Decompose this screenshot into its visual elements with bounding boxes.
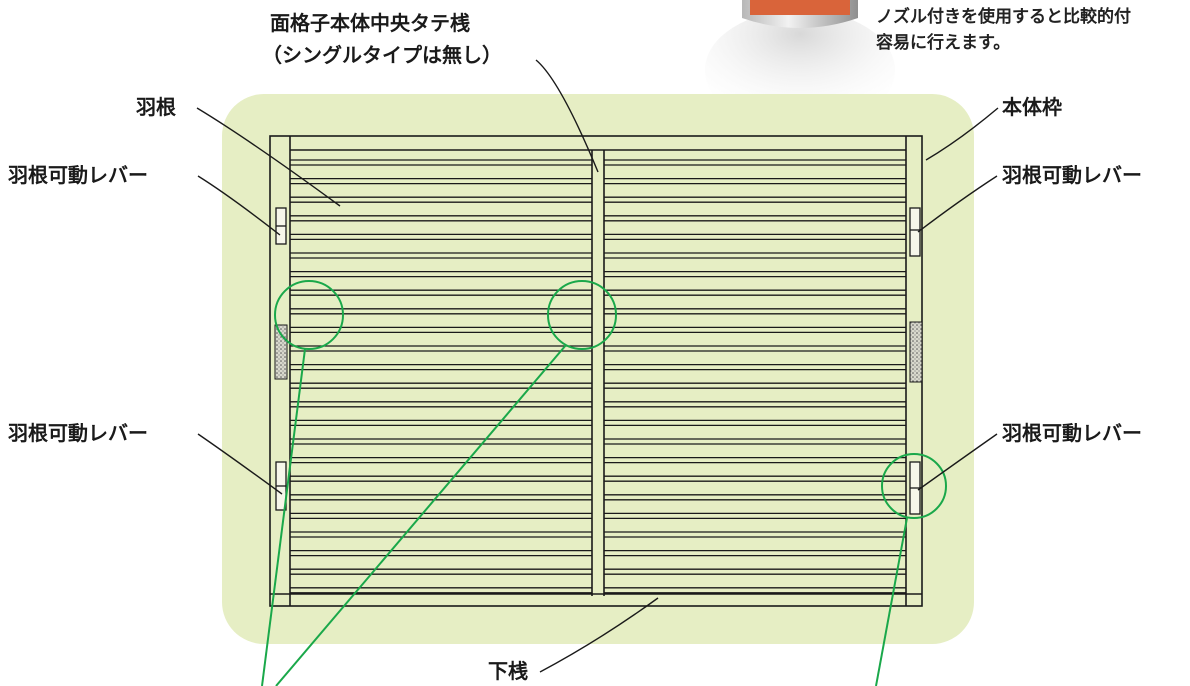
leader-bottom-rail xyxy=(539,597,659,673)
label-bottom-rail: 下桟 xyxy=(488,659,528,683)
lever-top-left xyxy=(275,207,287,245)
label-lever-top-left: 羽根可動レバー xyxy=(8,163,148,187)
label-frame: 本体枠 xyxy=(1002,95,1062,119)
leader-center-post xyxy=(535,59,599,173)
leader-slat xyxy=(196,107,341,207)
callout-line-center xyxy=(275,344,567,686)
label-slat: 羽根 xyxy=(136,95,176,119)
label-lever-bottom-left: 羽根可動レバー xyxy=(8,421,148,445)
lever-top-right xyxy=(909,207,921,257)
levers xyxy=(275,207,921,515)
leader-lever-bottom-right xyxy=(917,433,998,491)
leader-frame xyxy=(925,107,999,161)
can-label-band xyxy=(750,0,850,15)
callout-circle-left xyxy=(274,280,344,350)
note-line-2: 容易に行えます。 xyxy=(876,32,1010,53)
callout-circle-center xyxy=(547,280,617,350)
label-center-post-note: （シングルタイプは無し） xyxy=(262,43,502,67)
label-lever-bottom-right: 羽根可動レバー xyxy=(1002,421,1142,445)
label-center-post: 面格子本体中央タテ桟 xyxy=(270,11,470,35)
label-lever-top-right: 羽根可動レバー xyxy=(1002,163,1142,187)
right-gasket xyxy=(909,321,923,383)
lever-bottom-right xyxy=(909,461,921,515)
leader-lever-top-right xyxy=(917,175,998,233)
leader-lines xyxy=(196,59,999,673)
callouts xyxy=(261,280,947,686)
callout-line-right xyxy=(875,517,908,686)
leader-lever-top-left xyxy=(197,175,281,236)
lever-bottom-left xyxy=(275,461,287,511)
note-line-1: ノズル付きを使用すると比較的付 xyxy=(876,6,1131,27)
background-panel xyxy=(222,94,974,644)
callout-line-left xyxy=(261,348,306,686)
leader-lever-bottom-left xyxy=(197,433,283,495)
slat-group xyxy=(290,159,906,594)
callout-circle-right xyxy=(881,453,947,519)
